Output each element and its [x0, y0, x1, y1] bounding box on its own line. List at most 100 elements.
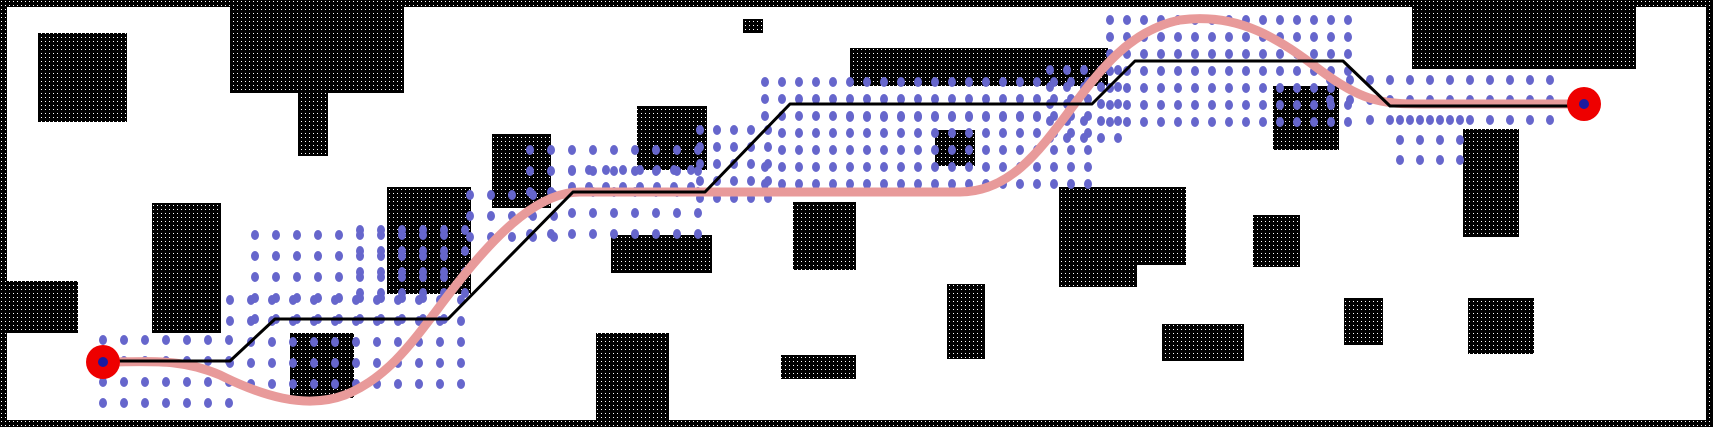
explored-node: [457, 379, 465, 389]
explored-node: [914, 128, 922, 138]
explored-node: [730, 142, 738, 152]
explored-node: [696, 159, 704, 169]
explored-node: [141, 335, 149, 345]
explored-node: [914, 179, 922, 189]
obstacle: [637, 106, 707, 170]
explored-node: [795, 94, 803, 104]
explored-node: [1259, 15, 1267, 25]
explored-node: [1456, 155, 1464, 165]
explored-node: [761, 179, 769, 189]
explored-node: [982, 162, 990, 172]
explored-node: [1114, 82, 1122, 92]
explored-node: [162, 335, 170, 345]
explored-node: [466, 190, 474, 200]
explored-node: [314, 293, 322, 303]
explored-node: [812, 94, 820, 104]
explored-node: [696, 125, 704, 135]
explored-node: [1033, 162, 1041, 172]
explored-node: [914, 94, 922, 104]
explored-node: [314, 230, 322, 240]
explored-node: [1191, 83, 1199, 93]
explored-node: [812, 162, 820, 172]
explored-node: [335, 230, 343, 240]
explored-node: [204, 398, 212, 408]
explored-node: [778, 128, 786, 138]
explored-node: [1276, 66, 1284, 76]
explored-node: [457, 337, 465, 347]
explored-node: [795, 77, 803, 87]
obstacle: [152, 203, 221, 333]
explored-node: [1436, 155, 1444, 165]
explored-node: [1033, 179, 1041, 189]
explored-node: [931, 128, 939, 138]
explored-node: [1016, 128, 1024, 138]
explored-node: [457, 316, 465, 326]
explored-node: [547, 166, 555, 176]
explored-node: [829, 94, 837, 104]
explored-node: [602, 165, 610, 175]
explored-node: [415, 379, 423, 389]
explored-node: [1050, 179, 1058, 189]
explored-node: [1416, 155, 1424, 165]
obstacle: [611, 235, 712, 273]
explored-node: [1293, 83, 1301, 93]
explored-node: [1456, 115, 1464, 125]
explored-node: [141, 398, 149, 408]
explored-node: [1191, 49, 1199, 59]
explored-node: [747, 176, 755, 186]
explored-node: [225, 335, 233, 345]
explored-node: [982, 94, 990, 104]
explored-node: [1174, 83, 1182, 93]
explored-node: [931, 162, 939, 172]
explored-node: [636, 165, 644, 175]
explored-node: [293, 293, 301, 303]
explored-node: [440, 267, 448, 277]
explored-node: [457, 358, 465, 368]
obstacle: [1253, 215, 1300, 267]
explored-node: [1046, 116, 1054, 126]
explored-node: [487, 211, 495, 221]
explored-node: [1016, 94, 1024, 104]
explored-node: [1033, 112, 1041, 122]
explored-node: [1396, 135, 1404, 145]
obstacle: [298, 93, 328, 156]
wall-top: [0, 0, 1713, 7]
explored-node: [1033, 77, 1041, 87]
explored-node: [863, 77, 871, 87]
explored-node: [508, 190, 516, 200]
explored-node: [1526, 75, 1534, 85]
obstacle: [1412, 7, 1636, 69]
explored-node: [914, 145, 922, 155]
explored-node: [948, 179, 956, 189]
explored-node: [863, 162, 871, 172]
explored-node: [251, 230, 259, 240]
explored-node: [1546, 115, 1554, 125]
explored-node: [1406, 115, 1414, 125]
explored-node: [713, 142, 721, 152]
explored-node: [1114, 116, 1122, 126]
explored-node: [331, 379, 339, 389]
explored-node: [1084, 162, 1092, 172]
explored-node: [713, 125, 721, 135]
explored-node: [1259, 83, 1267, 93]
explored-node: [696, 176, 704, 186]
explored-node: [99, 377, 107, 387]
explored-node: [377, 288, 385, 298]
explored-node: [931, 145, 939, 155]
explored-node: [1157, 66, 1165, 76]
explored-node: [652, 229, 660, 239]
explored-node: [1191, 117, 1199, 127]
explored-node: [436, 379, 444, 389]
explored-node: [1242, 49, 1250, 59]
explored-node: [268, 379, 276, 389]
explored-node: [526, 166, 534, 176]
explored-node: [1310, 32, 1318, 42]
explored-node: [394, 337, 402, 347]
explored-node: [880, 112, 888, 122]
explored-node: [466, 211, 474, 221]
explored-node: [335, 293, 343, 303]
explored-node: [1084, 179, 1092, 189]
explored-node: [1344, 15, 1352, 25]
explored-node: [1140, 100, 1148, 110]
explored-node: [272, 272, 280, 282]
